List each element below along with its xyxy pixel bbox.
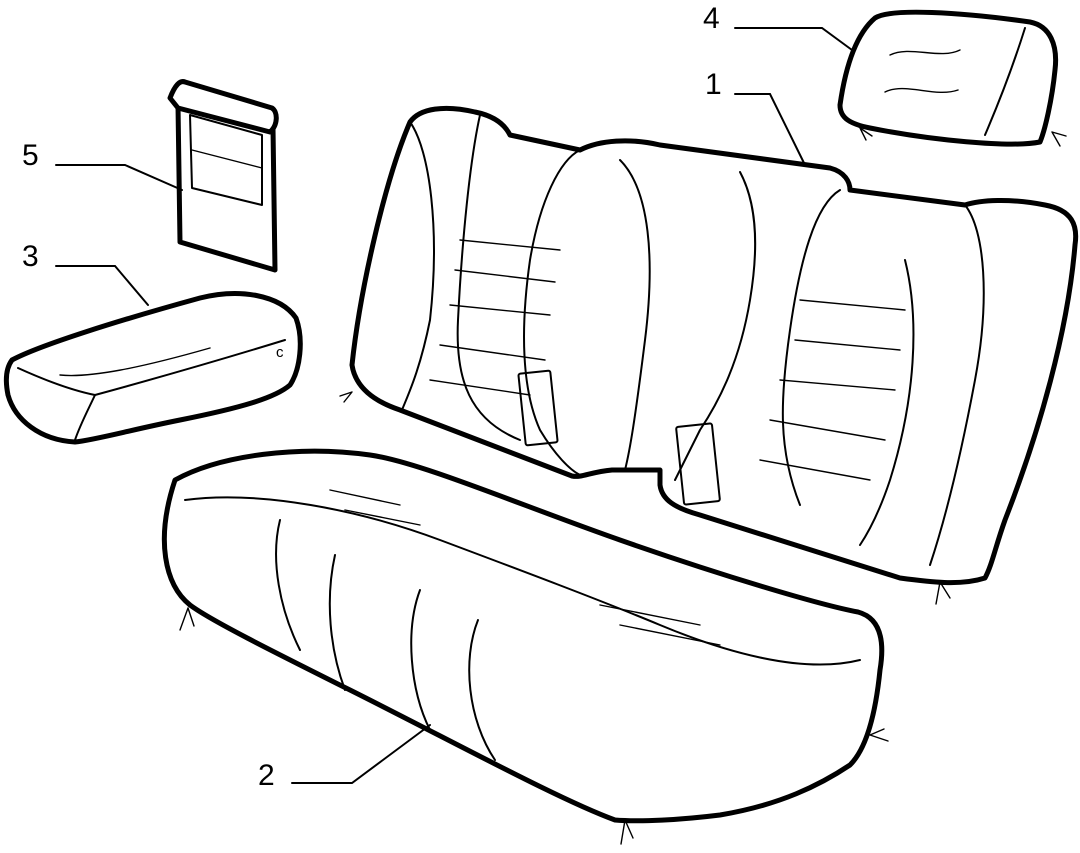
armrest-mark: c: [276, 344, 284, 361]
leader-line-4: [734, 27, 853, 51]
callout-5: 5: [22, 139, 183, 191]
leader-line-1: [734, 93, 806, 166]
callout-1: 1: [705, 68, 806, 166]
callout-2: 2: [258, 724, 431, 792]
leader-line-2: [291, 724, 431, 784]
leader-line-3: [55, 265, 149, 306]
seat-back: [339, 105, 1079, 605]
seat-cushion: [161, 448, 889, 845]
callout-number-1: 1: [705, 68, 722, 101]
leader-line-5: [55, 164, 183, 191]
callout-number-3: 3: [22, 240, 39, 273]
callout-3: 3: [22, 240, 149, 306]
headrest: [837, 9, 1067, 147]
callout-number-4: 4: [703, 2, 720, 35]
callout-number-5: 5: [22, 139, 39, 172]
callout-4: 4: [703, 2, 853, 51]
trim-flap: [167, 79, 279, 273]
callout-number-2: 2: [258, 759, 275, 792]
armrest: c: [3, 291, 303, 445]
